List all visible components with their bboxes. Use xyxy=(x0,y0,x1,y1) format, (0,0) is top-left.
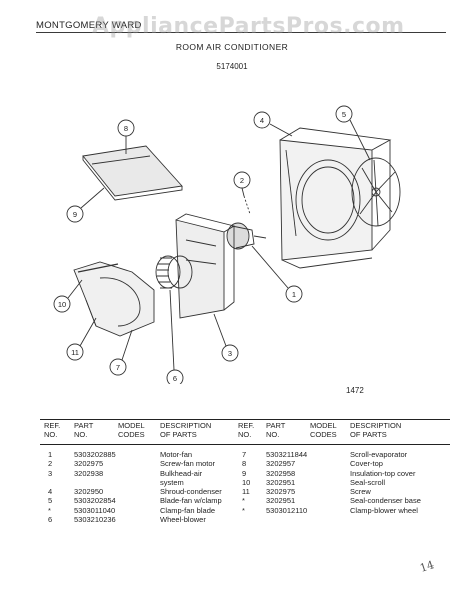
callout-label-2: 2 xyxy=(240,176,244,185)
fan-blade-part xyxy=(351,157,401,227)
part-number-cell: 3202950 xyxy=(74,487,104,497)
ref-cell: 10 xyxy=(242,477,251,487)
header-ref-no: REF. NO. xyxy=(44,421,61,439)
part-number-cell: 3202951 xyxy=(266,496,296,506)
description-cell: Motor-fan xyxy=(160,450,193,459)
callout-5 xyxy=(335,105,371,161)
handwritten-note: 14 xyxy=(418,558,436,575)
document-title: ROOM AIR CONDITIONER xyxy=(175,42,289,52)
header-ref-no: REF. NO. xyxy=(238,421,255,439)
ref-cell: 11 xyxy=(242,487,250,497)
callout-label-8: 8 xyxy=(124,124,128,133)
table-top-rule xyxy=(40,419,450,420)
description-cell: Seal-condenser base xyxy=(350,496,421,506)
callout-6 xyxy=(166,289,184,384)
part-number-cell: 3202958 xyxy=(266,468,296,478)
table-header-rule xyxy=(40,444,450,445)
callout-label-7: 7 xyxy=(116,363,120,372)
callout-9 xyxy=(66,187,105,223)
callout-4 xyxy=(253,111,293,137)
header-part-no: PART NO. xyxy=(74,421,94,439)
description-cell: Insulation-top cover xyxy=(350,468,416,478)
ref-cell: 8 xyxy=(242,459,247,469)
callout-label-4: 4 xyxy=(260,116,264,125)
ref-cell: * xyxy=(242,496,245,506)
seal-scroll-part xyxy=(77,263,119,273)
callout-label-6: 6 xyxy=(173,374,177,383)
header-description: DESCRIPTION OF PARTS xyxy=(350,421,402,439)
callout-2 xyxy=(233,171,251,197)
description-cell: Scroll-evaporator xyxy=(350,450,408,459)
part-number-cell: 3202957 xyxy=(266,459,296,469)
description-cell: Shroud-condenser xyxy=(160,487,222,497)
ref-cell: 7 xyxy=(242,450,247,459)
ref-cell: 5 xyxy=(48,496,53,506)
part-number-cell: 5303211844 xyxy=(266,450,308,459)
callout-11 xyxy=(66,317,97,361)
callout-label-5: 5 xyxy=(342,110,346,119)
callout-7 xyxy=(109,329,133,376)
header-model-codes: MODEL CODES xyxy=(118,421,145,439)
description-cell: Clamp-fan blade xyxy=(160,505,216,515)
header-model-codes: MODEL CODES xyxy=(310,421,337,439)
part-number-cell: 3202951 xyxy=(266,477,296,487)
ref-cell: 3 xyxy=(48,468,53,478)
callout-label-9: 9 xyxy=(73,210,77,219)
shroud-condenser-part xyxy=(279,139,373,261)
part-number-cell: 5303202885 xyxy=(74,450,116,459)
callout-8 xyxy=(117,119,135,154)
part-number-cell: 5303011040 xyxy=(74,505,116,515)
part-number-cell: 3202975 xyxy=(266,487,296,497)
callout-label-3: 3 xyxy=(228,349,232,358)
motor-fan-part xyxy=(226,222,250,250)
description-cell: Screw xyxy=(350,487,371,497)
scroll-evaporator-part xyxy=(73,261,155,337)
description-cell: Cover-top xyxy=(350,459,383,469)
callout-label-1: 1 xyxy=(292,290,296,299)
ref-cell: 4 xyxy=(48,487,53,497)
part-number-cell: 5303012110 xyxy=(266,505,308,515)
model-number: 5174001 xyxy=(216,62,248,71)
description-cell: system xyxy=(160,477,184,487)
callout-10 xyxy=(53,279,83,313)
description-cell: Wheel-blower xyxy=(160,515,206,525)
callout-label-10: 10 xyxy=(58,300,66,309)
description-cell: Clamp-blower wheel xyxy=(350,505,418,515)
ref-cell: 9 xyxy=(242,468,247,478)
header-part-no: PART NO. xyxy=(266,421,286,439)
ref-cell: * xyxy=(48,505,51,515)
header-rule xyxy=(36,32,446,33)
ref-cell: 1 xyxy=(48,450,53,459)
callout-3 xyxy=(213,313,239,362)
figure-number: 1472 xyxy=(346,386,364,395)
description-cell: Seal-scroll xyxy=(350,477,386,487)
bulkhead-part xyxy=(175,219,225,319)
callout-1 xyxy=(251,245,303,303)
ref-cell: 2 xyxy=(48,459,53,469)
header-description: DESCRIPTION OF PARTS xyxy=(160,421,212,439)
part-number-cell: 3202975 xyxy=(74,459,104,469)
callout-label-11: 11 xyxy=(71,348,79,357)
watermark: AppliancePartsPros.com xyxy=(92,14,405,39)
part-number-cell: 5303202854 xyxy=(74,496,116,506)
exploded-parts-diagram: 8 9 4 5 2 1 3 6 7 10 11 xyxy=(53,105,401,384)
ref-cell: * xyxy=(242,505,245,515)
brand-name: MONTGOMERY WARD xyxy=(36,20,142,31)
description-cell: Blade-fan w/clamp xyxy=(160,496,222,506)
part-number-cell: 3202938 xyxy=(74,468,104,478)
description-cell: Bulkhead-air xyxy=(160,468,203,478)
part-number-cell: 5303210236 xyxy=(74,515,116,525)
description-cell: Screw-fan motor xyxy=(160,459,216,469)
cover-top-part xyxy=(82,145,183,197)
ref-cell: 6 xyxy=(48,515,53,525)
